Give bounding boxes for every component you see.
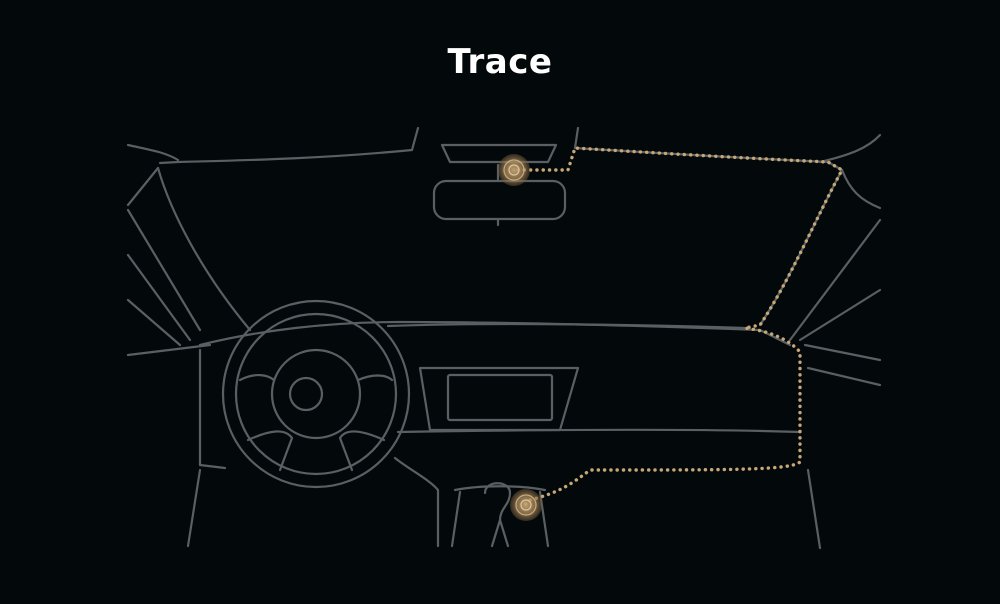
rearview-mirror xyxy=(432,179,567,221)
trace-path xyxy=(516,146,845,506)
left-dash-bottom xyxy=(198,463,227,470)
right-door-line xyxy=(806,366,882,387)
left-lower-line xyxy=(186,468,202,548)
steering-spoke-right xyxy=(356,374,394,382)
right-a-pillar-inner xyxy=(758,168,844,327)
left-window-line xyxy=(126,298,182,347)
left-a-pillar-inner xyxy=(156,166,252,332)
steering-hub-inner xyxy=(288,376,324,412)
steering-wheel-inner xyxy=(234,312,398,476)
lower-dash-left xyxy=(393,456,440,548)
dash-lower-right xyxy=(806,468,822,550)
dash-camera-icon[interactable] xyxy=(498,154,530,186)
left-window-sill xyxy=(126,343,212,357)
power-port-icon[interactable] xyxy=(510,489,542,521)
car-outline xyxy=(126,126,882,550)
gear-lever xyxy=(483,482,512,548)
right-window-sill xyxy=(803,343,882,362)
left-pillar-lower xyxy=(126,253,192,342)
dash-lower-line xyxy=(396,428,802,434)
roof-edge-right xyxy=(818,133,882,164)
roof-edge-left xyxy=(126,143,180,162)
console-top xyxy=(453,485,547,492)
left-a-pillar-outer xyxy=(126,166,160,207)
page-title: Trace xyxy=(447,42,553,82)
right-pillar-lower xyxy=(798,288,882,342)
left-a-pillar-edge xyxy=(126,208,202,332)
right-a-pillar-outer xyxy=(840,168,882,210)
dashboard-crest xyxy=(386,322,747,330)
mirror-bracket xyxy=(440,143,558,164)
dashboard-top xyxy=(198,320,792,347)
steering-spoke-bottom-left xyxy=(246,430,294,472)
steering-spoke-bottom-right xyxy=(338,430,386,472)
steering-hub-outer xyxy=(270,348,362,440)
steering-spoke-left xyxy=(238,374,276,382)
right-pillar-edge xyxy=(788,218,882,342)
center-display xyxy=(446,373,554,422)
steering-wheel-outer xyxy=(221,299,411,489)
windshield-top xyxy=(158,126,420,165)
console-left xyxy=(450,490,462,548)
